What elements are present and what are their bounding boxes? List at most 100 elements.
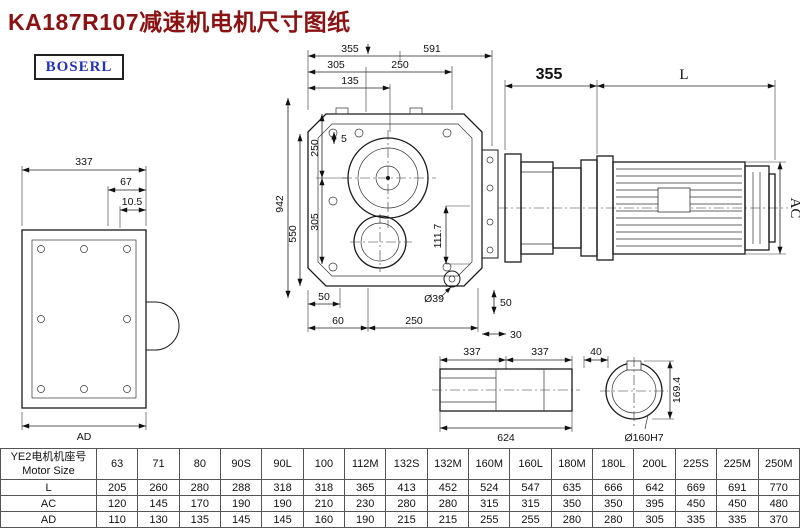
dim-cell: 770 [757,479,800,496]
gearbox-left-outline [21,229,180,409]
dim-front-60-label: 60 [332,315,344,327]
dim-cell: 452 [426,479,470,496]
dim-cell: 280 [592,511,635,528]
dim-cell: 280 [178,479,222,496]
dim-cell: 335 [674,511,718,528]
dim-cell: 413 [385,479,428,496]
dim-front-30-label: 30 [510,329,522,341]
dim-cell: 350 [592,495,635,512]
dim-front-50a-label: 50 [318,291,330,303]
dim-front-591-label: 591 [423,43,441,55]
dim-front-942-label: 942 [274,195,286,213]
gearbox-front-outline [307,107,499,288]
page-title: KA187R107减速机电机尺寸图纸 [8,9,351,35]
brand-logo-text: BOSERL [45,58,113,75]
dim-cell: 120 [95,495,139,512]
motor-size-col-80: 80 [178,448,222,480]
dim-front-355-label: 355 [341,43,359,55]
row-label-L: L [0,479,97,496]
dim-cell: 642 [633,479,676,496]
motor-assembly-outline [498,153,788,263]
dim-cell: 666 [592,479,635,496]
motor-size-header-cn: YE2电机机座号 [10,450,87,463]
dim-cell: 315 [509,495,552,512]
dim-cell: 318 [302,479,346,496]
dim-cell: 335 [716,511,759,528]
dim-cell: 205 [95,479,139,496]
motor-size-col-180M: 180M [550,448,594,480]
motor-size-col-112M: 112M [344,448,387,480]
motor-size-col-225M: 225M [716,448,759,480]
dim-front-top: 355 591 [307,43,493,146]
dim-cell: 135 [178,511,222,528]
dim-bore-169-4-label: 169.4 [671,377,683,403]
left-side-view: 337 67 10.5 [21,156,180,443]
dim-cell: 145 [261,511,304,528]
front-view: 355 591 305 250 135 [274,43,522,341]
brand-logo: BOSERL [34,54,124,80]
motor-size-col-71: 71 [137,448,180,480]
motor-size-col-225S: 225S [674,448,718,480]
dim-cell: 480 [757,495,800,512]
dim-cell: 145 [220,511,263,528]
dim-cell: 305 [633,511,676,528]
dim-cell: 255 [509,511,552,528]
side-view: 355 L [498,66,800,263]
motor-size-col-90L: 90L [261,448,304,480]
dim-cell: 260 [137,479,180,496]
dim-cell: 395 [633,495,676,512]
dim-cell: 190 [220,495,263,512]
dim-cell: 669 [674,479,718,496]
dim-front-135-label: 135 [341,75,359,87]
dim-bore-40-label: 40 [590,346,602,358]
dim-cell: 190 [344,511,387,528]
dim-front-305a-label: 305 [327,59,345,71]
dim-front-bottom: 50 60 250 Ø39 50 30 [307,286,522,341]
dim-left-AD-label: AD [77,431,92,443]
dim-side-355-label: 355 [536,66,563,83]
shaft-view: 337 337 624 [432,346,580,444]
dim-bore-160H7-label: Ø160H7 [624,432,663,444]
dim-cell: 215 [426,511,470,528]
motor-size-col-160M: 160M [468,448,511,480]
dim-cell: 255 [468,511,511,528]
dim-front-39-label: Ø39 [424,293,444,305]
dim-front-111-7-label: 111.7 [432,223,444,248]
motor-size-col-200L: 200L [633,448,676,480]
dim-bore-40: 40 [583,346,609,368]
dim-left-10-5-label: 10.5 [122,196,143,208]
dim-front-50b-label: 50 [500,297,512,309]
dim-side-L: L [597,67,776,160]
dim-left-337-label: 337 [75,156,93,168]
dim-cell: 160 [302,511,346,528]
dim-cell: 280 [385,495,428,512]
dim-cell: 170 [178,495,222,512]
dim-left-AD: AD [21,412,147,443]
dim-cell: 190 [261,495,304,512]
dim-front-550-label: 550 [287,225,299,243]
dim-cell: 230 [344,495,387,512]
dim-left-67: 67 [107,176,146,226]
dim-cell: 350 [550,495,594,512]
dim-side-L-label: L [679,67,688,83]
dim-front-5-label: 5 [341,133,347,145]
motor-size-col-180L: 180L [592,448,635,480]
dim-shaft-624: 624 [439,411,573,444]
dim-front-135: 135 [308,75,391,132]
motor-size-col-90S: 90S [220,448,263,480]
row-label-AD: AD [0,511,97,528]
dim-cell: 280 [550,511,594,528]
dim-cell: 215 [385,511,428,528]
dim-cell: 691 [716,479,759,496]
bore-view: 40 169.4 Ø160H7 [583,346,683,444]
dim-cell: 318 [261,479,304,496]
dim-left-67-label: 67 [120,176,132,188]
dim-cell: 288 [220,479,263,496]
dim-front-305b-label: 305 [309,213,321,231]
dim-front-250c-label: 250 [405,315,423,327]
